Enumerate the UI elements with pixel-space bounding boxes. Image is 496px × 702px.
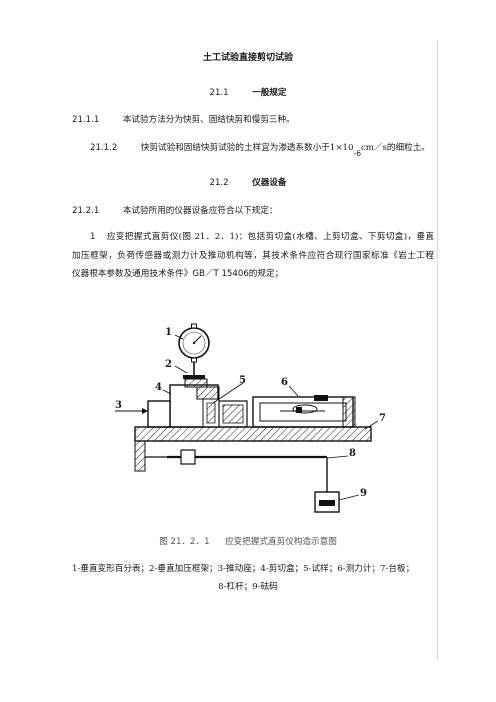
figure-label-2: 2	[165, 359, 172, 370]
figure-label-5: 5	[239, 375, 246, 386]
figure-label-1: 1	[165, 327, 172, 338]
page-margin-line	[437, 40, 438, 660]
figure-label-6: 6	[281, 377, 288, 388]
figure-direct-shear-apparatus: 1 2 3 4 5 6 7 8 9	[115, 317, 399, 522]
clause-text: 快剪试验和固结快剪试验的土样宜为渗透系数小于1×10	[140, 143, 354, 153]
clause-21-1-1: 21.1.1 本试验方法分为快剪、固结快剪和慢剪三种。	[72, 114, 295, 126]
exponent: -6	[353, 149, 361, 158]
item-1-line-1: 1 应变把握式直剪仪(图 21．2．1)：包括剪切盒(水槽、上剪切盒、下剪切盒)…	[72, 228, 434, 247]
item-1-paragraph: 1 应变把握式直剪仪(图 21．2．1)：包括剪切盒(水槽、上剪切盒、下剪切盒)…	[72, 228, 434, 284]
item-number: 1	[90, 232, 96, 242]
apparatus-diagram	[115, 323, 379, 513]
figure-legend-line-2: 8-杠杆；9-砝码	[218, 582, 278, 592]
section-heading-21-2: 21.2 仪器设备	[0, 177, 496, 189]
document-title: 土工试验直接剪切试验	[202, 53, 293, 63]
figure-caption: 图 21．2．1 应变把握式直剪仪构造示意图	[0, 536, 496, 548]
clause-21-1-2: 21.1.2 快剪试验和固结快剪试验的土样宜为渗透系数小于1×10-6cm／s的…	[90, 142, 430, 158]
item-text: 的规定；	[248, 269, 284, 279]
figure-label-3: 3	[115, 400, 122, 411]
clause-text: 本试验所用的仪器设备应符合以下规定：	[122, 206, 278, 216]
clause-text: 本试验方法分为快剪、固结快剪和慢剪三种。	[122, 115, 295, 125]
figure-label-4: 4	[155, 382, 162, 393]
section-title: 一般规定	[252, 88, 287, 98]
clause-21-2-1: 21.2.1 本试验所用的仪器设备应符合以下规定：	[72, 205, 278, 217]
clause-number: 21.2.1	[72, 206, 100, 216]
figure-number: 图 21．2．1	[159, 537, 210, 547]
item-1-line-2: 加压框架，负荷传感器或测力计及推动机构等，其技术条件应符合现行国家标准《岩土工程	[72, 250, 434, 261]
figure-caption-text: 应变把握式直剪仪构造示意图	[225, 537, 337, 547]
figure-label-8: 8	[349, 448, 356, 459]
clause-unit-text: cm／s的细粒土。	[360, 143, 430, 153]
figure-legend-line-1: 1-垂直变形百分表；2-垂直加压框架；3-推动座；4-剪切盒；5-试样；6-测力…	[72, 564, 415, 574]
section-title: 仪器设备	[252, 178, 287, 188]
clause-number: 21.1.2	[90, 143, 118, 153]
section-heading-21-1: 21.1 一般规定	[0, 87, 496, 99]
section-number: 21.2	[209, 178, 229, 188]
clause-number: 21.1.1	[72, 115, 100, 125]
standard-code: GB／T 15406	[192, 269, 249, 279]
item-text: 仪器根本参数及通用技术条件》	[72, 269, 193, 279]
figure-label-9: 9	[360, 488, 367, 499]
figure-label-7: 7	[379, 413, 386, 424]
section-number: 21.1	[209, 88, 229, 98]
item-1-line-3: 仪器根本参数及通用技术条件》GB／T 15406的规定；	[72, 265, 434, 284]
item-text: 应变把握式直剪仪(图 21．2．1)：包括剪切盒(水槽、上剪切盒、下剪切盒)，垂…	[106, 232, 435, 242]
